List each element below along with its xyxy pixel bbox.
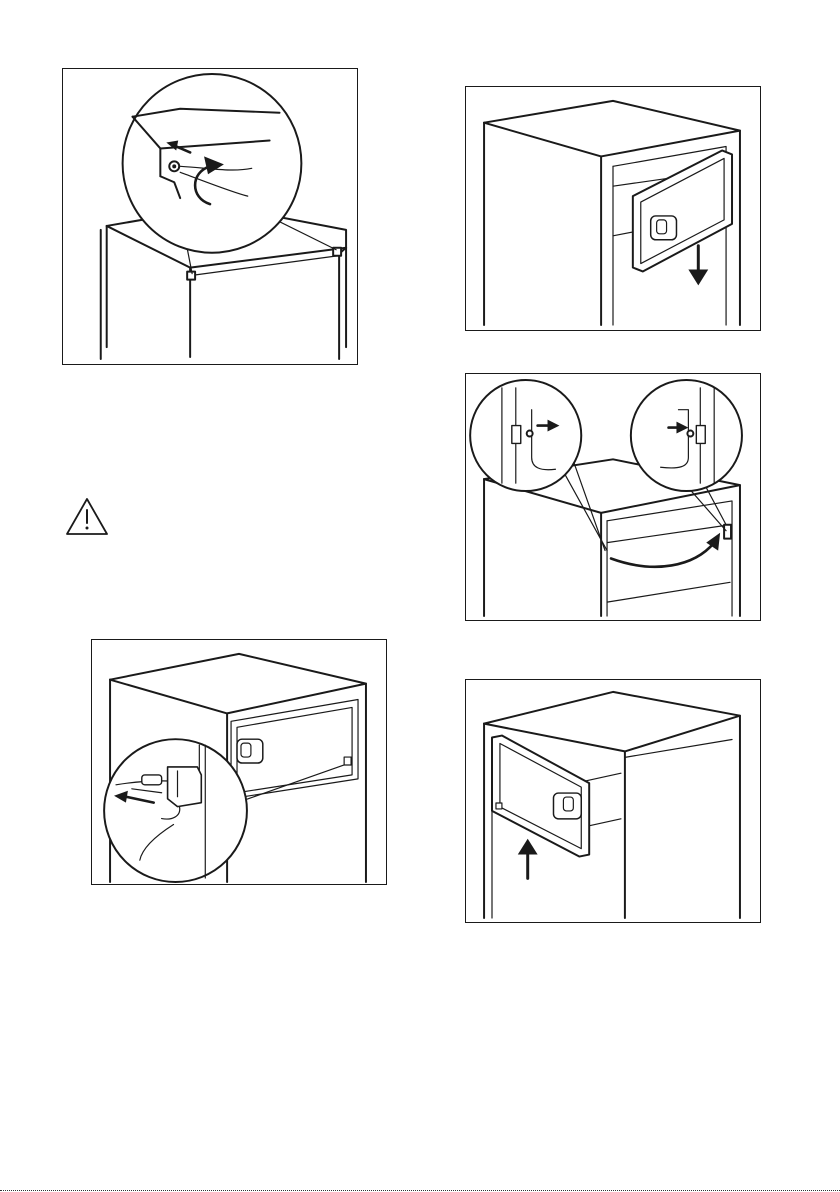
arrow-up-icon (518, 839, 538, 879)
figure-remove-pin-drawing (92, 640, 386, 884)
figure-lower-door (465, 86, 761, 331)
figure-remove-pin (91, 639, 387, 885)
curved-arrow-icon (611, 533, 720, 567)
figure-hinge-transfer (465, 373, 761, 621)
figure-hinge-transfer-drawing (466, 374, 760, 620)
figure-lower-door-drawing (466, 87, 760, 330)
warning-triangle-icon (64, 496, 110, 538)
figure-top-cover-screws-drawing (63, 69, 357, 364)
arrow-down-icon (688, 246, 708, 286)
page-bottom-rule (0, 1190, 840, 1191)
figure-raise-door (465, 679, 761, 923)
figure-raise-door-drawing (466, 680, 760, 922)
figure-top-cover-screws (62, 68, 358, 365)
